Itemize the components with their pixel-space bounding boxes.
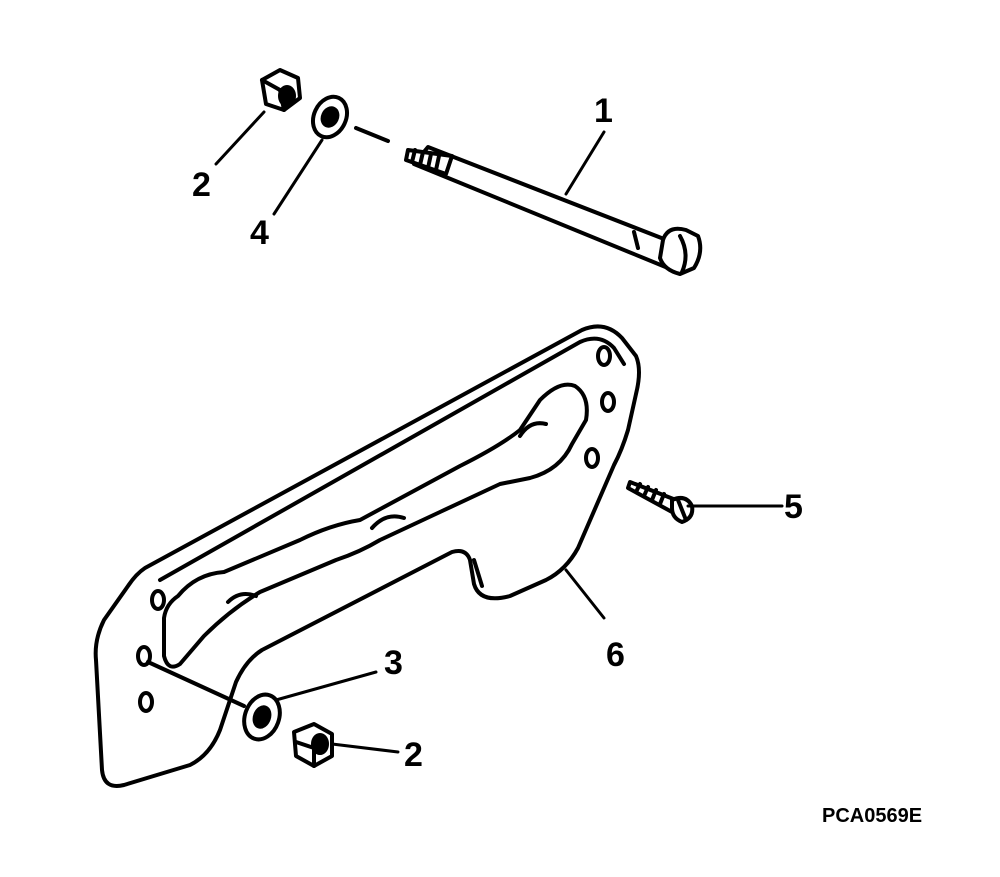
callout-4: 4 xyxy=(250,214,269,252)
bolt xyxy=(404,145,703,276)
leader-4 xyxy=(272,138,324,216)
callout-6: 6 xyxy=(606,636,625,674)
screw xyxy=(626,480,695,524)
leader-2-bottom xyxy=(330,742,400,754)
leader-lines xyxy=(214,110,784,754)
leader-2-top xyxy=(214,110,266,166)
callout-1: 1 xyxy=(594,92,613,130)
figure-code: PCA0569E xyxy=(822,805,923,827)
callout-2-top: 2 xyxy=(192,166,211,204)
leader-6 xyxy=(564,568,606,620)
callout-5: 5 xyxy=(784,488,803,526)
alignment-line-bottom xyxy=(146,660,246,708)
nut-top xyxy=(260,68,302,112)
alignment-line-top xyxy=(354,126,390,143)
washer-top xyxy=(310,94,350,140)
callout-3: 3 xyxy=(384,644,403,682)
washer-bottom xyxy=(242,692,282,742)
callout-2-bottom: 2 xyxy=(404,736,423,774)
bracket-plate xyxy=(93,324,641,788)
leader-3 xyxy=(274,670,378,702)
leader-1 xyxy=(564,130,606,196)
nut-bottom xyxy=(292,722,334,768)
